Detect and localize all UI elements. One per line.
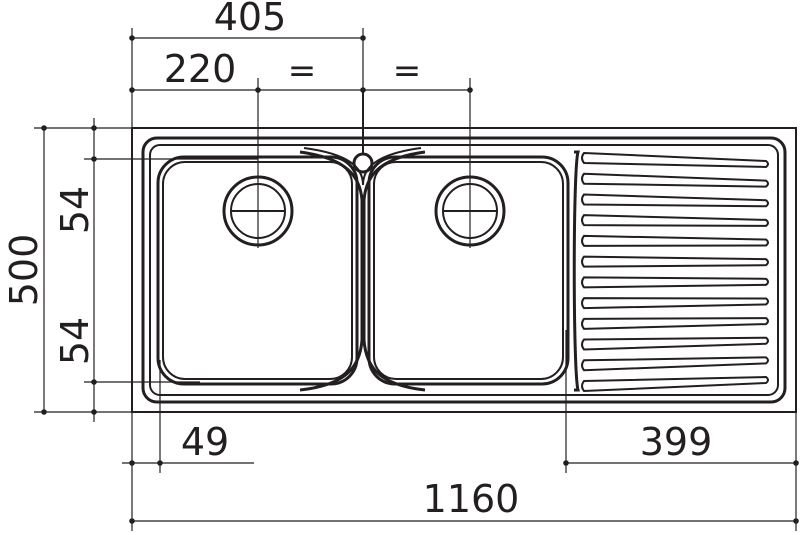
drainer-groove	[581, 356, 769, 372]
dim-label-500: 500	[2, 234, 46, 307]
drainer	[572, 150, 769, 393]
drainer-groove	[581, 317, 769, 330]
right-bowl-outer	[367, 155, 570, 386]
left-bowl-inner	[162, 161, 353, 380]
dimension-lines	[34, 28, 797, 531]
sink-body	[131, 127, 797, 413]
overflow-icon	[352, 90, 374, 174]
drainer-edge	[572, 150, 580, 392]
right-bowl-inner	[373, 161, 564, 380]
drainer-groove	[581, 193, 769, 208]
drainer-grooves	[581, 151, 769, 393]
dim-label-equal-right: =	[393, 51, 422, 91]
drainer-groove	[581, 276, 769, 289]
dim-label-1160: 1160	[423, 477, 520, 521]
dim-label-54-top: 54	[53, 186, 97, 234]
drainer-groove	[581, 214, 769, 227]
dim-label-399: 399	[640, 420, 713, 464]
drainer-groove	[581, 151, 769, 169]
dim-label-220: 220	[164, 47, 237, 91]
dim-label-54-bottom: 54	[53, 317, 97, 365]
dim-label-equal-left: =	[288, 51, 317, 91]
drainer-groove	[581, 297, 769, 310]
left-waste-icon	[222, 175, 294, 247]
left-bowl-outer	[156, 155, 359, 386]
right-waste-icon	[434, 175, 506, 247]
dimension-ticks	[41, 35, 799, 524]
drainer-groove	[581, 255, 769, 268]
drainer-groove	[581, 375, 769, 393]
right-bowl	[367, 155, 570, 386]
drainer-groove	[581, 172, 769, 188]
left-bowl	[156, 155, 359, 386]
drainer-groove	[581, 336, 769, 351]
sink-rim-inner	[149, 144, 779, 396]
bowl-divider	[299, 147, 426, 392]
dim-label-405: 405	[214, 0, 287, 39]
drainer-groove	[581, 234, 769, 247]
sink-outer-edge	[131, 127, 797, 413]
dim-label-49: 49	[181, 420, 229, 464]
sink-rim-outer	[141, 136, 787, 404]
